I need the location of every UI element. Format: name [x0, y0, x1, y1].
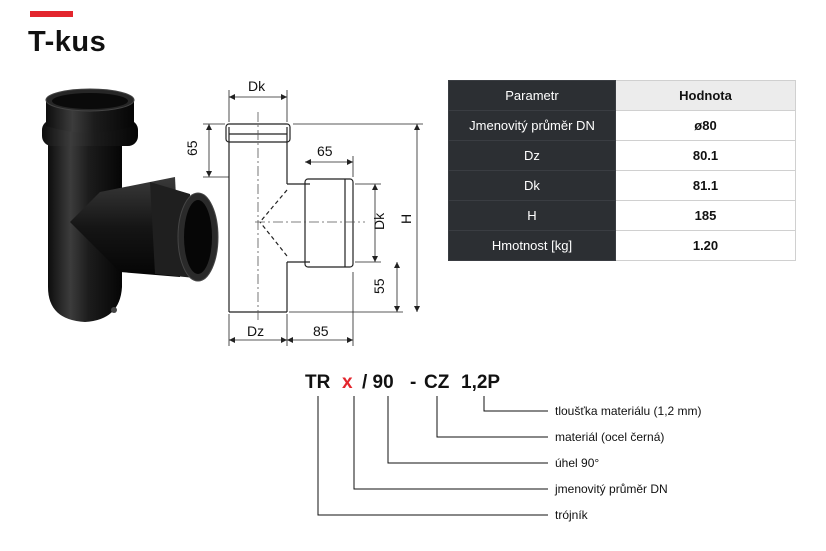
leader-angle [387, 396, 548, 464]
header-value: Hodnota [615, 80, 796, 111]
param-cell: Jmenovitý průměr DN [448, 110, 616, 141]
label-85: 85 [313, 323, 329, 339]
code-tr: TR [305, 372, 331, 393]
table-row: H 185 [448, 200, 796, 231]
code-cz: CZ [424, 372, 450, 393]
label-dk-side: Dk [371, 212, 387, 230]
legend-angle: úhel 90° [555, 456, 599, 470]
leader-material [436, 396, 548, 438]
table-row: Jmenovitý průměr DN ø80 [448, 110, 796, 141]
value-cell: 185 [615, 200, 796, 231]
label-65-vertical: 65 [185, 140, 200, 156]
technical-drawing: Dk 65 65 Dk H 55 Dz 85 [185, 78, 423, 346]
param-cell: Hmotnost [kg] [448, 230, 616, 261]
label-dk-top: Dk [248, 78, 266, 94]
code-thickness: 1,2P [461, 372, 500, 393]
legend-material: materiál (ocel černá) [555, 430, 664, 444]
label-h: H [398, 214, 414, 224]
param-cell: H [448, 200, 616, 231]
code-90: / 90 [362, 372, 394, 393]
leader-dn [353, 396, 548, 490]
table-row: Hmotnost [kg] 1.20 [448, 230, 796, 261]
product-photo [42, 88, 219, 322]
value-cell: 81.1 [615, 170, 796, 201]
code-dash: - [410, 372, 416, 393]
accent-bar [30, 11, 73, 17]
leader-thickness [483, 396, 548, 412]
page-title: T-kus [28, 26, 107, 58]
leader-trojnik [317, 396, 548, 516]
legend-thickness: tloušťka materiálu (1,2 mm) [555, 404, 702, 418]
label-55: 55 [371, 278, 387, 294]
value-cell: ø80 [615, 110, 796, 141]
value-cell: 1.20 [615, 230, 796, 261]
legend-dn: jmenovitý průměr DN [554, 482, 668, 496]
parameter-table: Parametr Hodnota Jmenovitý průměr DN ø80… [448, 80, 796, 261]
code-x: x [342, 372, 353, 393]
label-65-horizontal: 65 [317, 143, 333, 159]
table-row: Dk 81.1 [448, 170, 796, 201]
label-dz: Dz [247, 323, 264, 339]
param-cell: Dk [448, 170, 616, 201]
legend-trojnik: trójník [555, 508, 589, 522]
